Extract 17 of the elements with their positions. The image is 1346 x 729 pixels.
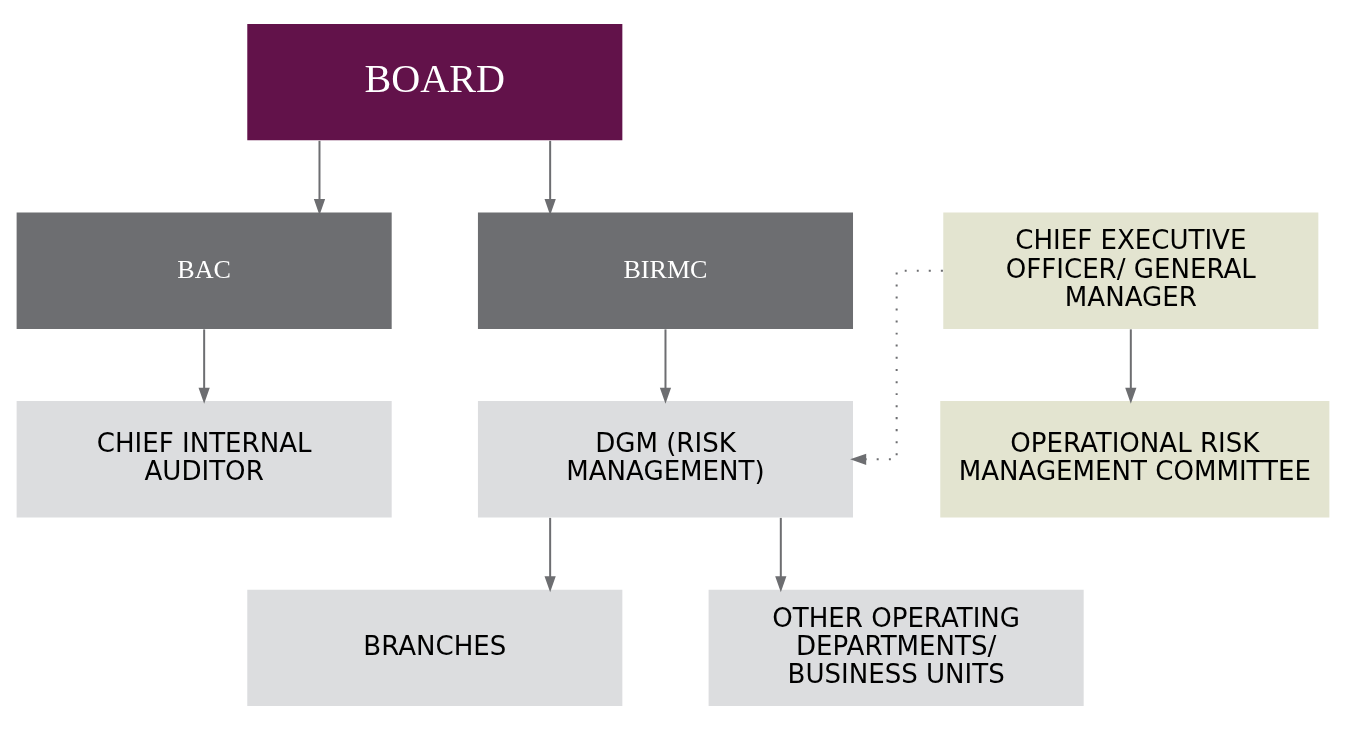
node-box: BIRMC [477, 212, 853, 329]
arrow [775, 517, 787, 592]
arrow [544, 140, 556, 215]
node-box: OPERATIONAL RISK MANAGEMENT COMMITTEE [940, 400, 1330, 517]
node-box: CHIEF INTERNAL AUDITOR [16, 400, 392, 517]
arrow [198, 328, 210, 404]
node-box: BOARD [247, 23, 623, 140]
arrow [544, 517, 556, 592]
arrow [313, 140, 326, 215]
node-box: DGM (RISK MANAGEMENT) [477, 400, 853, 517]
arrow [659, 328, 672, 404]
node-box: BRANCHES [247, 589, 623, 706]
node-box: OTHER OPERATING DEPARTMENTS/ BUSINESS UNITS [708, 589, 1084, 706]
node-box: CHIEF EXECUTIVE OFFICER/ GENERAL MANAGER [943, 212, 1319, 329]
arrow [1125, 328, 1137, 404]
node-box: BAC [16, 212, 392, 329]
arrow [850, 269, 943, 465]
